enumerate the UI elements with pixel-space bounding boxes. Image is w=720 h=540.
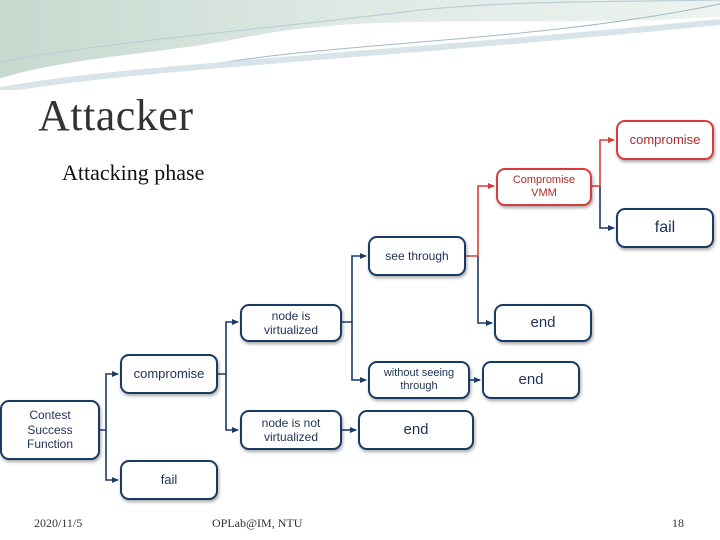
- node-fail-top: fail: [616, 208, 714, 248]
- slide-title: Attacker: [38, 91, 194, 140]
- edge-see-through-to-vmm: [466, 183, 495, 257]
- node-see-through: see through: [368, 236, 466, 276]
- edge-compromise-to-virtualized: [218, 319, 239, 375]
- edge-root-to-compromise: [100, 371, 119, 431]
- edge-see-through-to-end: [477, 256, 493, 326]
- footer-organization: OPLab@IM, NTU: [212, 516, 303, 530]
- footer-page-number: 18: [672, 516, 684, 530]
- edge-virtualized-to-see-through: [342, 253, 367, 323]
- node-compromise-top: compromise: [616, 120, 714, 160]
- node-without-seeing-through: without seeing through: [368, 361, 470, 399]
- edge-vmm-to-fail: [599, 186, 615, 231]
- header-swoosh-decoration: [0, 0, 720, 90]
- edge-virtualized-to-without-seeing: [351, 322, 367, 383]
- node-is-not-virtualized: node is not virtualized: [240, 410, 342, 450]
- edge-root-to-fail: [105, 430, 119, 483]
- edge-compromise-to-not-virtualized: [225, 374, 239, 433]
- node-is-virtualized: node is virtualized: [240, 304, 342, 342]
- node-end-not-virtualized: end: [358, 410, 474, 450]
- node-fail: fail: [120, 460, 218, 500]
- edge-vmm-to-compromise: [592, 137, 615, 187]
- slide-subtitle: Attacking phase: [62, 160, 205, 185]
- node-contest-success-function: Contest Success Function: [0, 400, 100, 460]
- footer-date: 2020/11/5: [34, 516, 83, 530]
- node-end-see-through: end: [494, 304, 592, 342]
- node-compromise-vmm: Compromise VMM: [496, 168, 592, 206]
- node-compromise: compromise: [120, 354, 218, 394]
- node-end-without-seeing: end: [482, 361, 580, 399]
